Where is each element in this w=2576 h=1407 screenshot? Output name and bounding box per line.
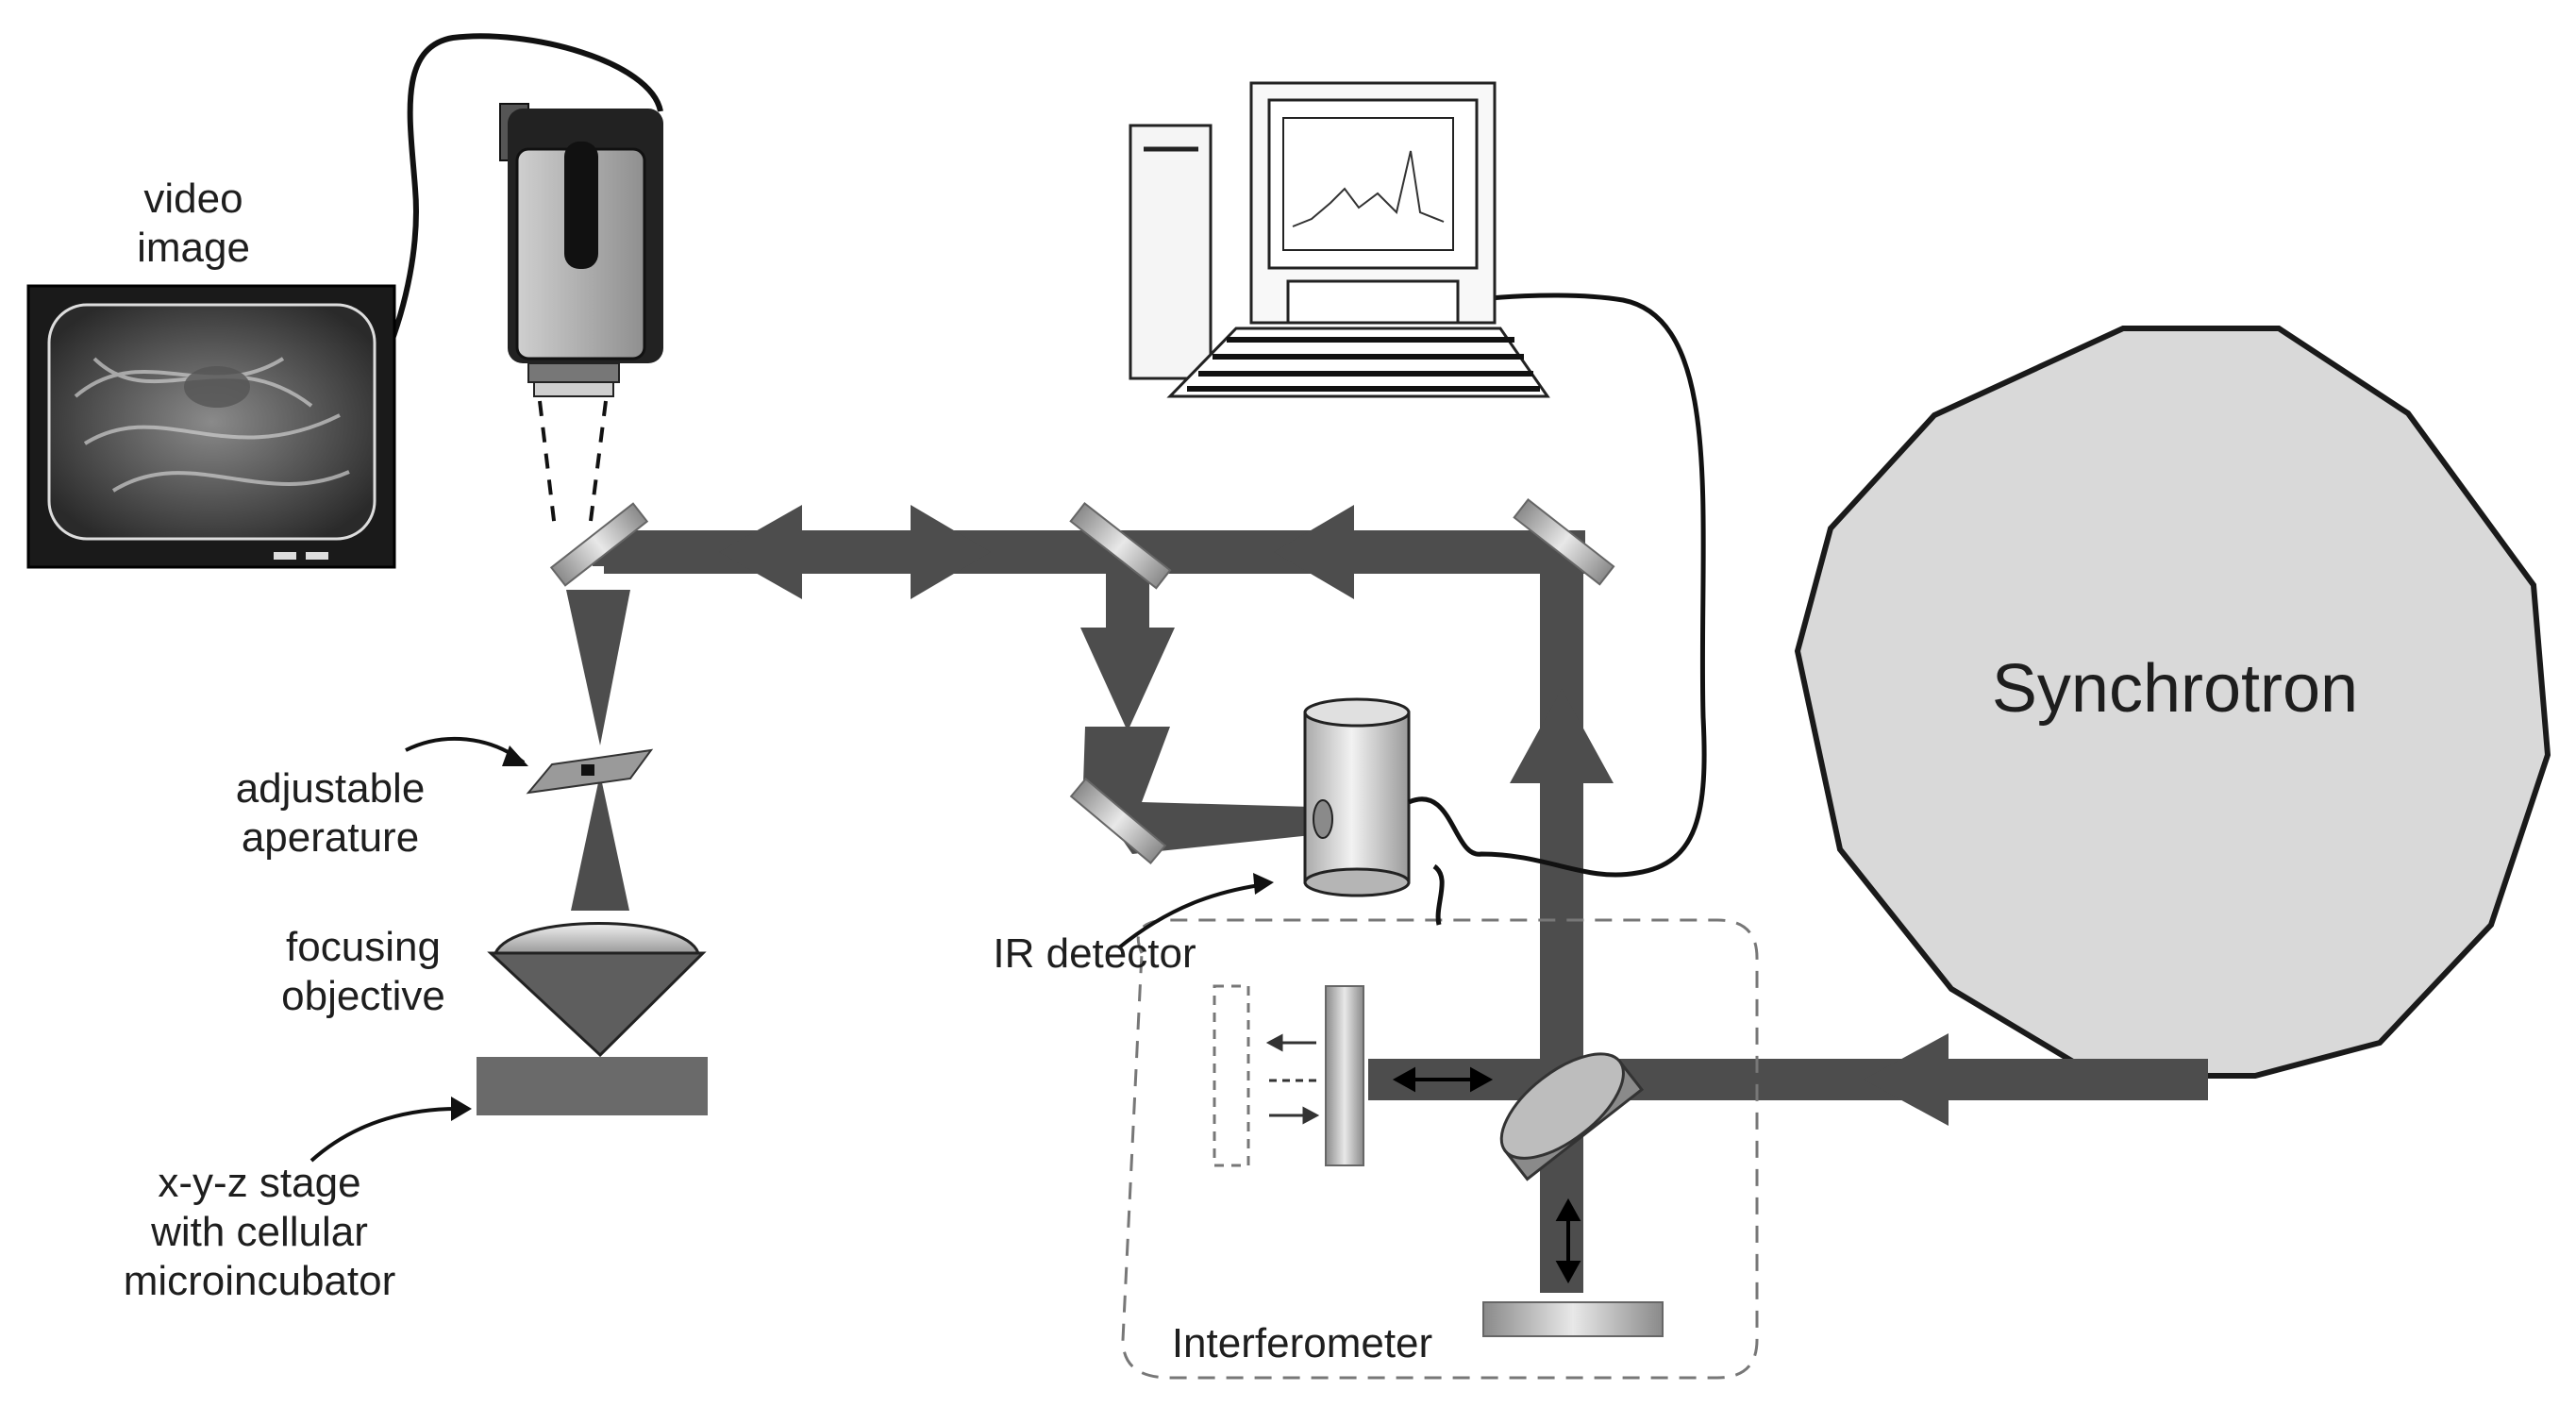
- camera-icon: [499, 103, 663, 397]
- camera-view-lines: [538, 400, 608, 529]
- ir-beam: [593, 530, 2208, 1293]
- objective-label: focusing objective: [250, 923, 477, 1021]
- video-image-line1: video: [143, 176, 243, 222]
- stage-label: x-y-z stage with cellular microincubator: [85, 1159, 434, 1306]
- mirror-motion-arrows: [1265, 1033, 1320, 1125]
- synchrotron-label: Synchrotron: [1991, 651, 2359, 727]
- moving-mirror: [1325, 985, 1364, 1166]
- detector-cable: [1408, 293, 1707, 878]
- ir-detector-pointer: [1116, 883, 1261, 950]
- double-arrow-horizontal: [1392, 1066, 1494, 1093]
- stage-pointer: [309, 1107, 459, 1163]
- video-image-line2: image: [137, 225, 250, 271]
- computer-icon: [1129, 81, 1550, 398]
- focus-cone-upper: [566, 590, 630, 745]
- ir-detector-icon: [1303, 697, 1411, 897]
- stage-line1: x-y-z stage: [158, 1160, 361, 1206]
- xyz-stage: [477, 1057, 708, 1115]
- detector-cable-2: [1432, 863, 1445, 926]
- ir-detector-label: IR detector: [993, 930, 1196, 977]
- aperture-line2: aperature: [241, 814, 420, 861]
- beamsplitter-icon: [1499, 1052, 1645, 1181]
- stage-line2: with cellular: [151, 1209, 368, 1255]
- synchrotron-ring: [1794, 326, 2551, 1079]
- stage-line3: microincubator: [123, 1258, 396, 1304]
- detector-beam: [1083, 727, 1312, 854]
- video-image-label: video image: [94, 175, 293, 273]
- aperture-label: adjustable aperature: [208, 764, 453, 863]
- focusing-objective: [487, 922, 707, 1058]
- moving-mirror-ghost: [1213, 984, 1250, 1167]
- objective-line1: focusing: [286, 924, 441, 970]
- video-monitor-icon: [26, 284, 396, 569]
- double-arrow-vertical: [1555, 1198, 1581, 1284]
- objective-line2: objective: [281, 973, 445, 1019]
- interferometer-label: Interferometer: [1171, 1320, 1433, 1366]
- mirror-icon: [549, 498, 1615, 864]
- beam-arrows: [719, 505, 1949, 1126]
- fixed-mirror: [1482, 1301, 1664, 1337]
- aperture-line1: adjustable: [235, 765, 426, 812]
- focus-cone-lower: [571, 774, 629, 911]
